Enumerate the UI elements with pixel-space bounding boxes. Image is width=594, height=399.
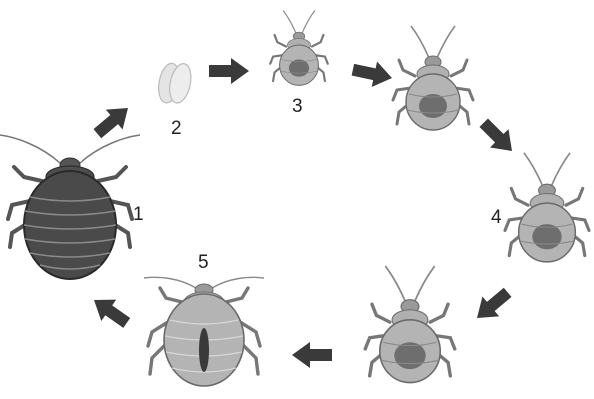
arrow-icon <box>469 282 516 328</box>
stage-2-label: 2 <box>171 118 182 139</box>
arrow-icon <box>475 114 522 161</box>
nymph-icon <box>365 266 455 382</box>
stage-5-label: 5 <box>198 252 209 273</box>
stage-3-label: 3 <box>292 96 303 117</box>
egg-icon <box>156 62 194 105</box>
arrow-icon <box>209 58 249 84</box>
nymph-icon <box>505 153 589 262</box>
nymph-icon <box>144 277 264 386</box>
adult-bug-icon <box>0 135 140 279</box>
arrow-icon <box>350 57 395 91</box>
stage-1-label: 1 <box>133 204 144 225</box>
arrow-icon <box>87 289 135 333</box>
arrow-icon <box>292 342 332 368</box>
nymph-icon <box>270 10 328 85</box>
stage-4-label: 4 <box>491 207 502 228</box>
nymph-icon <box>393 26 473 130</box>
